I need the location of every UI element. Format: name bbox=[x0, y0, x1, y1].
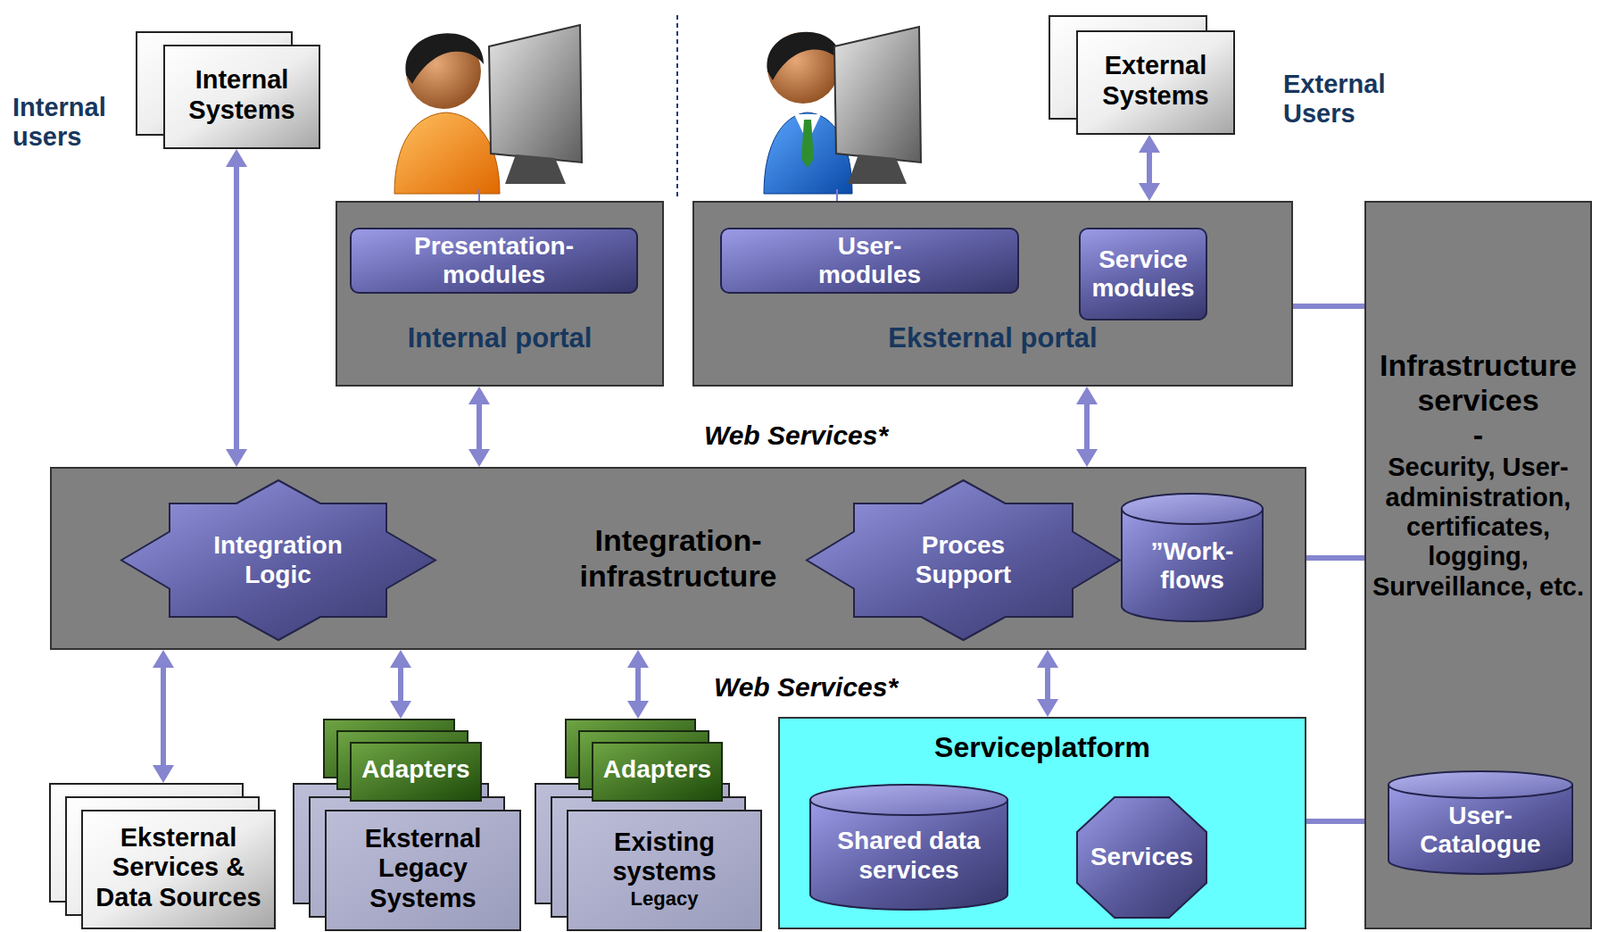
connector-arrow bbox=[233, 161, 240, 455]
cross-arrow-box: Integration Logic bbox=[120, 479, 437, 641]
node-title: Internal Systems bbox=[174, 65, 309, 125]
divider-dashed bbox=[676, 15, 679, 199]
node-title: Adapters bbox=[603, 754, 712, 784]
node-title: Infrastructure services bbox=[1367, 348, 1589, 418]
octagon-outline bbox=[1077, 796, 1207, 918]
data-cylinder: User- Catalogue bbox=[1387, 770, 1574, 876]
node-title: Eksternal Legacy Systems bbox=[358, 823, 489, 913]
connector-arrow bbox=[1044, 662, 1051, 705]
data-cylinder: Shared data services bbox=[809, 783, 1009, 912]
monitor-stand bbox=[847, 154, 907, 184]
legacy-stack: Eksternal Legacy Systems bbox=[292, 782, 522, 931]
system-stack: Internal Systems bbox=[135, 31, 321, 150]
node-title: Services bbox=[1090, 842, 1194, 871]
stack-sheet bbox=[567, 810, 762, 930]
node-title: Internal portal bbox=[407, 322, 593, 355]
user-link bbox=[836, 189, 838, 201]
user-body bbox=[394, 112, 500, 194]
integration-band: Integration- infrastructure Integration L… bbox=[49, 466, 1307, 650]
stack-sheet bbox=[164, 45, 320, 149]
protocol-label: Web Services* bbox=[688, 420, 904, 452]
user-link bbox=[478, 189, 481, 201]
system-stack: Eksternal Services & Data Sources bbox=[49, 782, 276, 929]
cylinder-top bbox=[1121, 493, 1263, 524]
cylinder-body bbox=[1121, 508, 1263, 622]
node-title: External Systems bbox=[1088, 50, 1223, 111]
node-title: Service modules bbox=[1084, 245, 1203, 303]
connector-arrow bbox=[160, 662, 166, 771]
module-box: User- modules bbox=[720, 227, 1020, 294]
monitor-stand bbox=[505, 154, 566, 184]
node-title: Shared data services bbox=[820, 826, 999, 884]
connector-line bbox=[1306, 818, 1365, 824]
cylinder-top bbox=[1388, 770, 1573, 798]
node-body: Security, User- administration, certific… bbox=[1367, 452, 1589, 602]
protocol-label: Web Services* bbox=[698, 671, 913, 704]
connector-arrow bbox=[1084, 398, 1090, 455]
adapter-stack: Adapters bbox=[323, 718, 482, 802]
user-tie bbox=[801, 119, 814, 168]
module-box: Service modules bbox=[1078, 227, 1208, 321]
node-body: Legacy bbox=[599, 887, 730, 910]
node-title: User- Catalogue bbox=[1404, 801, 1557, 859]
node-title: Integration Logic bbox=[202, 530, 355, 589]
service-octagon: Services bbox=[1076, 795, 1208, 919]
user-group-label: External Users bbox=[1283, 69, 1435, 130]
stack-sheet bbox=[82, 810, 275, 929]
adapter-stack: Adapters bbox=[564, 718, 723, 802]
user-hair bbox=[767, 32, 842, 81]
stack-sheet bbox=[592, 742, 722, 801]
stack-sheet bbox=[1077, 31, 1235, 134]
platform-box: ServiceplatformShared data services Servi… bbox=[778, 716, 1307, 929]
node-title: Proces Support bbox=[887, 530, 1040, 589]
connector-arrow bbox=[397, 662, 404, 706]
internal-user-icon bbox=[394, 24, 582, 194]
node-title: ”Work- flows bbox=[1134, 537, 1251, 595]
connector-arrow bbox=[1146, 147, 1153, 189]
data-cylinder: ”Work- flows bbox=[1120, 492, 1264, 623]
stack-sheet bbox=[350, 742, 481, 801]
module-box: Presentation- modules bbox=[349, 227, 639, 294]
cross-arrow-outline bbox=[806, 480, 1120, 640]
node-title: Serviceplatform bbox=[934, 730, 1151, 764]
user-group-label: Internal users bbox=[12, 92, 147, 153]
monitor bbox=[489, 24, 582, 163]
stack-sheet bbox=[325, 810, 521, 930]
connector-arrow bbox=[635, 662, 641, 706]
node-title: Eksternal Services & Data Sources bbox=[87, 822, 271, 912]
services-panel: Infrastructure services-Security, User- … bbox=[1364, 200, 1592, 929]
external-user-icon bbox=[763, 26, 921, 194]
node-title: User- modules bbox=[794, 232, 946, 290]
portal-box: Eksternal portal User- modules Service mod… bbox=[692, 200, 1294, 387]
connector-line bbox=[1293, 303, 1365, 309]
cross-arrow-box: Proces Support bbox=[805, 479, 1121, 641]
cylinder-body bbox=[810, 799, 1008, 910]
node-body: - bbox=[1367, 417, 1589, 453]
node-title: Eksternal portal bbox=[887, 322, 1097, 355]
portal-box: Internal portal Presentation- modules bbox=[335, 200, 664, 387]
node-title: Integration- infrastructure bbox=[571, 522, 786, 593]
system-stack: External Systems bbox=[1048, 15, 1236, 135]
cross-arrow-outline bbox=[121, 480, 436, 640]
user-hair bbox=[405, 33, 484, 84]
connector-arrow bbox=[476, 398, 482, 455]
node-title: Presentation- modules bbox=[391, 232, 597, 290]
monitor bbox=[834, 26, 921, 163]
cylinder-top bbox=[810, 784, 1008, 815]
node-title: Adapters bbox=[361, 754, 470, 784]
legacy-stack: Existing systemsLegacy bbox=[534, 782, 763, 931]
connector-line bbox=[1306, 555, 1365, 561]
node-title: Existing systems bbox=[599, 827, 730, 888]
